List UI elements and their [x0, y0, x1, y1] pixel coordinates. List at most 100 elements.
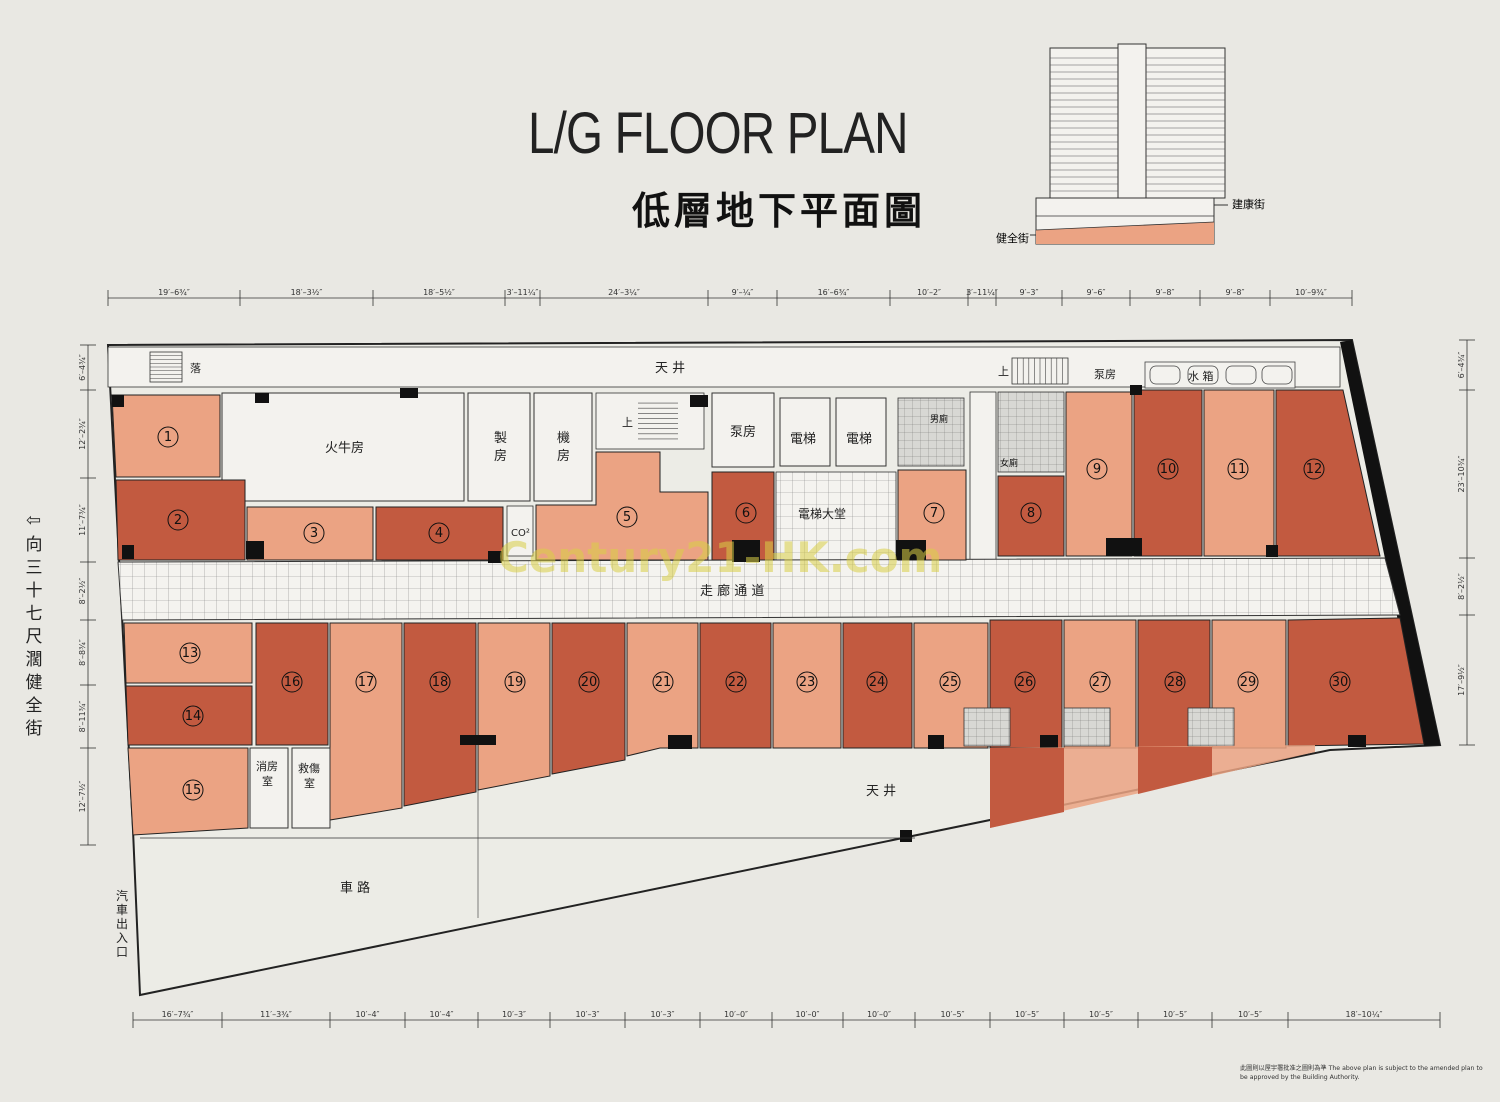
dimension-label: 10′–5″: [1089, 1010, 1113, 1019]
shaft: [969, 391, 997, 563]
unit-8[interactable]: 8: [997, 475, 1065, 557]
lift-1-label: 電梯: [790, 432, 816, 447]
dimension-label: 16′–7¾″: [162, 1010, 194, 1019]
dimension-label: 18′–5½″: [423, 288, 455, 297]
dimension-label: 10′–2″: [917, 288, 941, 297]
dimension-label: 10′–3″: [650, 1010, 674, 1019]
unit-10[interactable]: 10: [1133, 389, 1203, 557]
light-well-ext-dark-2: [1138, 747, 1212, 794]
unit-number: 12: [1306, 462, 1323, 477]
mech-room-label: 機房: [557, 431, 570, 464]
dimension-label: 10′–4″: [355, 1010, 379, 1019]
dimension-label: 10′–4″: [429, 1010, 453, 1019]
light-well-top-label: 天 井: [655, 361, 685, 376]
unit-11[interactable]: 11: [1203, 389, 1275, 557]
dimension-left: 6′–4¾″12′–2¾″11′–7¾″8′–2½″8′–8¾″8′–11¾″1…: [78, 344, 96, 846]
light-well-bottom-label: 天 井: [866, 784, 896, 799]
unit-number: 13: [182, 646, 199, 661]
unit-number: 16: [284, 675, 301, 690]
dimension-label: 10′–3″: [502, 1010, 526, 1019]
road-label: 車 路: [340, 880, 370, 896]
dimension-label: 3′–11¼″: [966, 288, 998, 297]
unit-17[interactable]: 17: [329, 622, 403, 821]
dimension-label: 10′–5″: [1238, 1010, 1262, 1019]
womens-toilet: [997, 391, 1065, 473]
street-side-label: 向三十七尺濶健全街: [25, 535, 43, 739]
unit-20[interactable]: 20: [551, 622, 626, 775]
dimension-label: 12′–7½″: [78, 781, 87, 813]
unit-number: 24: [869, 675, 886, 690]
mech-room: [533, 392, 593, 502]
unit-24[interactable]: 24: [842, 622, 913, 749]
dimension-label: 9′–8″: [1156, 288, 1175, 297]
dimension-label: 8′–8¾″: [78, 639, 87, 666]
dimension-label: 9′–8″: [1226, 288, 1245, 297]
dimension-label: 11′–7¾″: [78, 504, 87, 536]
unit-number: 11: [1230, 462, 1247, 477]
dimension-label: 9′–¼″: [732, 288, 754, 297]
approval-notice: 此圖則以屋宇署批准之圖則為準 The above plan is subject…: [1240, 1065, 1483, 1081]
unit-number: 17: [358, 675, 375, 690]
unit-15[interactable]: 15: [127, 747, 249, 836]
rescue-room-label: 救傷室: [298, 761, 320, 790]
water-tank-label: 水 箱: [1188, 369, 1214, 383]
unit-number: 20: [581, 675, 598, 690]
machine-room: [221, 392, 465, 502]
dimension-label: 10′–5″: [1015, 1010, 1039, 1019]
water-tank: 水 箱: [1144, 361, 1296, 389]
unit-22[interactable]: 22: [699, 622, 772, 749]
unit-1[interactable]: 1: [111, 394, 221, 478]
lift-1: [779, 397, 831, 467]
corridor-label: 走 廊 通 道: [700, 583, 764, 599]
unit-number: 25: [942, 675, 959, 690]
dimension-label: 10′–0″: [724, 1010, 748, 1019]
title-english: L/G FLOOR PLAN: [528, 101, 909, 166]
unit-5[interactable]: 5: [535, 451, 709, 561]
make-room: [467, 392, 531, 502]
unit-6[interactable]: 6: [711, 471, 775, 561]
unit-9[interactable]: 9: [1065, 391, 1133, 557]
unit-7[interactable]: 7: [897, 469, 967, 561]
unit-number: 23: [799, 675, 816, 690]
dimension-label: 8′–2½″: [1457, 573, 1466, 600]
dimension-label: 8′–11¾″: [78, 701, 87, 733]
womens-toilet-label: 女廁: [1000, 457, 1018, 469]
unit-23[interactable]: 23: [772, 622, 842, 749]
dimension-label: 19′–6¾″: [158, 288, 190, 297]
unit-number: 19: [507, 675, 524, 690]
unit-number: 26: [1017, 675, 1034, 690]
unit-12[interactable]: 12: [1275, 389, 1381, 557]
unit-19[interactable]: 19: [477, 622, 551, 791]
unit-number: 2: [174, 513, 182, 528]
unit-3[interactable]: 3: [246, 506, 374, 561]
lift-lobby: [775, 471, 897, 561]
unit-21[interactable]: 21: [626, 622, 699, 757]
elevation-street-right: 建康街: [1232, 197, 1265, 211]
unit-2[interactable]: 2: [115, 479, 246, 561]
dimension-label: 11′–3¾″: [260, 1010, 292, 1019]
unit-number: 14: [185, 709, 202, 724]
unit-16[interactable]: 16: [255, 622, 329, 746]
light-well-top: [107, 346, 1341, 388]
unit-18[interactable]: 18: [403, 622, 477, 807]
unit-30[interactable]: 30: [1287, 617, 1425, 747]
stairs-top-left: [149, 351, 183, 383]
elevation-street-left: 健全街: [996, 231, 1029, 245]
co2-label: CO²: [511, 528, 530, 539]
unit-number: 18: [432, 675, 449, 690]
fire-room-label: 消房室: [256, 759, 278, 788]
dimension-label: 10′–0″: [795, 1010, 819, 1019]
unit-13[interactable]: 13: [123, 622, 253, 684]
unit-number: 6: [742, 506, 750, 521]
dimension-top: 19′–6¾″18′–3½″18′–5½″3′–11¼″24′–3¼″9′–¼″…: [107, 288, 1353, 306]
light-well-ext-dark-1: [990, 748, 1064, 828]
unit-14[interactable]: 14: [125, 685, 253, 746]
dimension-label: 9′–6″: [1087, 288, 1106, 297]
unit-4[interactable]: 4: [375, 506, 504, 561]
dimension-label: 17′–9½″: [1457, 664, 1466, 696]
dimension-label: 3′–11¼″: [507, 288, 539, 297]
unit-number: 30: [1332, 675, 1349, 690]
